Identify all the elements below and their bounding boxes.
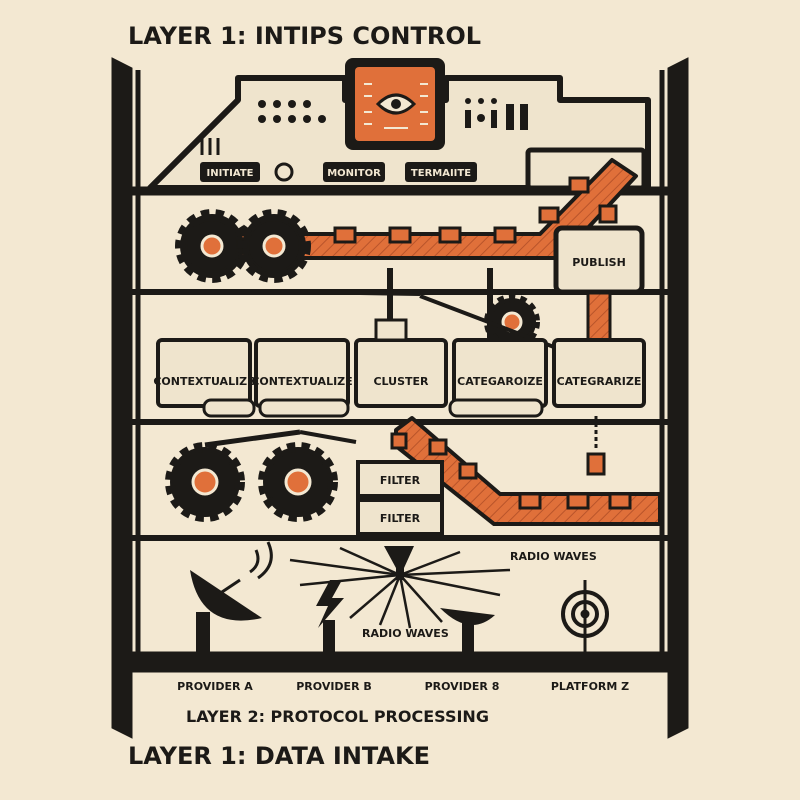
gear-icon xyxy=(165,442,245,522)
publish-label: PUBLISH xyxy=(572,256,626,269)
satellite-dish-icon xyxy=(190,541,273,652)
signal-rays xyxy=(289,546,511,629)
station-categaroize: CATEGAROIZE xyxy=(448,338,548,418)
gear-icon xyxy=(237,209,311,283)
publish-station: PUBLISH xyxy=(553,225,645,295)
control-panel: INITIATE MONITOR TERMAIITE xyxy=(147,58,651,191)
gear-icon xyxy=(258,442,338,522)
svg-text:CONTEXTUALIZE: CONTEXTUALIZE xyxy=(153,375,254,388)
station-cluster: CLUSTER xyxy=(354,318,448,408)
heading-top: LAYER 1: INTIPS CONTROL xyxy=(128,22,481,50)
indicator-lights xyxy=(465,98,528,130)
svg-text:CONTEXTUALIZE: CONTEXTUALIZE xyxy=(251,375,352,388)
radio-waves-label-top: RADIO WAVES xyxy=(510,550,597,563)
radio-waves-label-bottom: RADIO WAVES xyxy=(362,627,449,640)
heading-protocol: LAYER 2: PROTOCOL PROCESSING xyxy=(186,707,489,726)
target-icon xyxy=(561,580,609,652)
lightning-tower-icon xyxy=(316,580,344,652)
dial-knob[interactable] xyxy=(274,162,294,182)
eye-monitor xyxy=(345,58,445,150)
svg-text:INITIATE: INITIATE xyxy=(207,168,254,179)
svg-text:CATEGAROIZE: CATEGAROIZE xyxy=(457,375,543,388)
source-label-provider-8: PROVIDER 8 xyxy=(425,680,500,693)
svg-text:CATEGRARIZE: CATEGRARIZE xyxy=(557,375,642,388)
speaker-dots xyxy=(258,100,326,123)
signal-bars xyxy=(200,138,220,155)
gear-icon xyxy=(175,209,249,283)
station-contextualize-2: CONTEXTUALIZE xyxy=(251,338,353,418)
initiate-button[interactable]: INITIATE xyxy=(200,162,260,182)
filter-label-1: FILTER xyxy=(380,474,421,487)
filter-stack: FILTER FILTER xyxy=(356,460,444,536)
publish-conveyor xyxy=(175,158,638,362)
source-labels: PROVIDER A PROVIDER B PROVIDER 8 PLATFOR… xyxy=(177,680,629,693)
station-contextualize-1: CONTEXTUALIZE xyxy=(153,338,256,418)
svg-text:TERMAIITE: TERMAIITE xyxy=(411,168,471,179)
filter-label-2: FILTER xyxy=(380,512,421,525)
processing-stations: CONTEXTUALIZE CONTEXTUALIZE CLUSTER CATE… xyxy=(153,318,646,418)
intake-funnel xyxy=(384,546,414,580)
satellite-dish-icon xyxy=(440,608,495,652)
filter-conveyor xyxy=(165,416,662,526)
terminate-button[interactable]: TERMAIITE xyxy=(405,162,477,182)
source-label-provider-a: PROVIDER A xyxy=(177,680,253,693)
monitor-button[interactable]: MONITOR xyxy=(323,162,385,182)
source-label-platform-z: PLATFORM Z xyxy=(551,680,629,693)
source-label-provider-b: PROVIDER B xyxy=(296,680,372,693)
intake-layer: RADIO WAVES RADIO WAVES xyxy=(190,541,609,652)
svg-text:CLUSTER: CLUSTER xyxy=(373,375,429,388)
machine-frame xyxy=(111,57,689,739)
svg-text:MONITOR: MONITOR xyxy=(327,168,381,179)
heading-bottom: LAYER 1: DATA INTAKE xyxy=(128,742,430,770)
station-categrarize: CATEGRARIZE xyxy=(552,338,646,408)
